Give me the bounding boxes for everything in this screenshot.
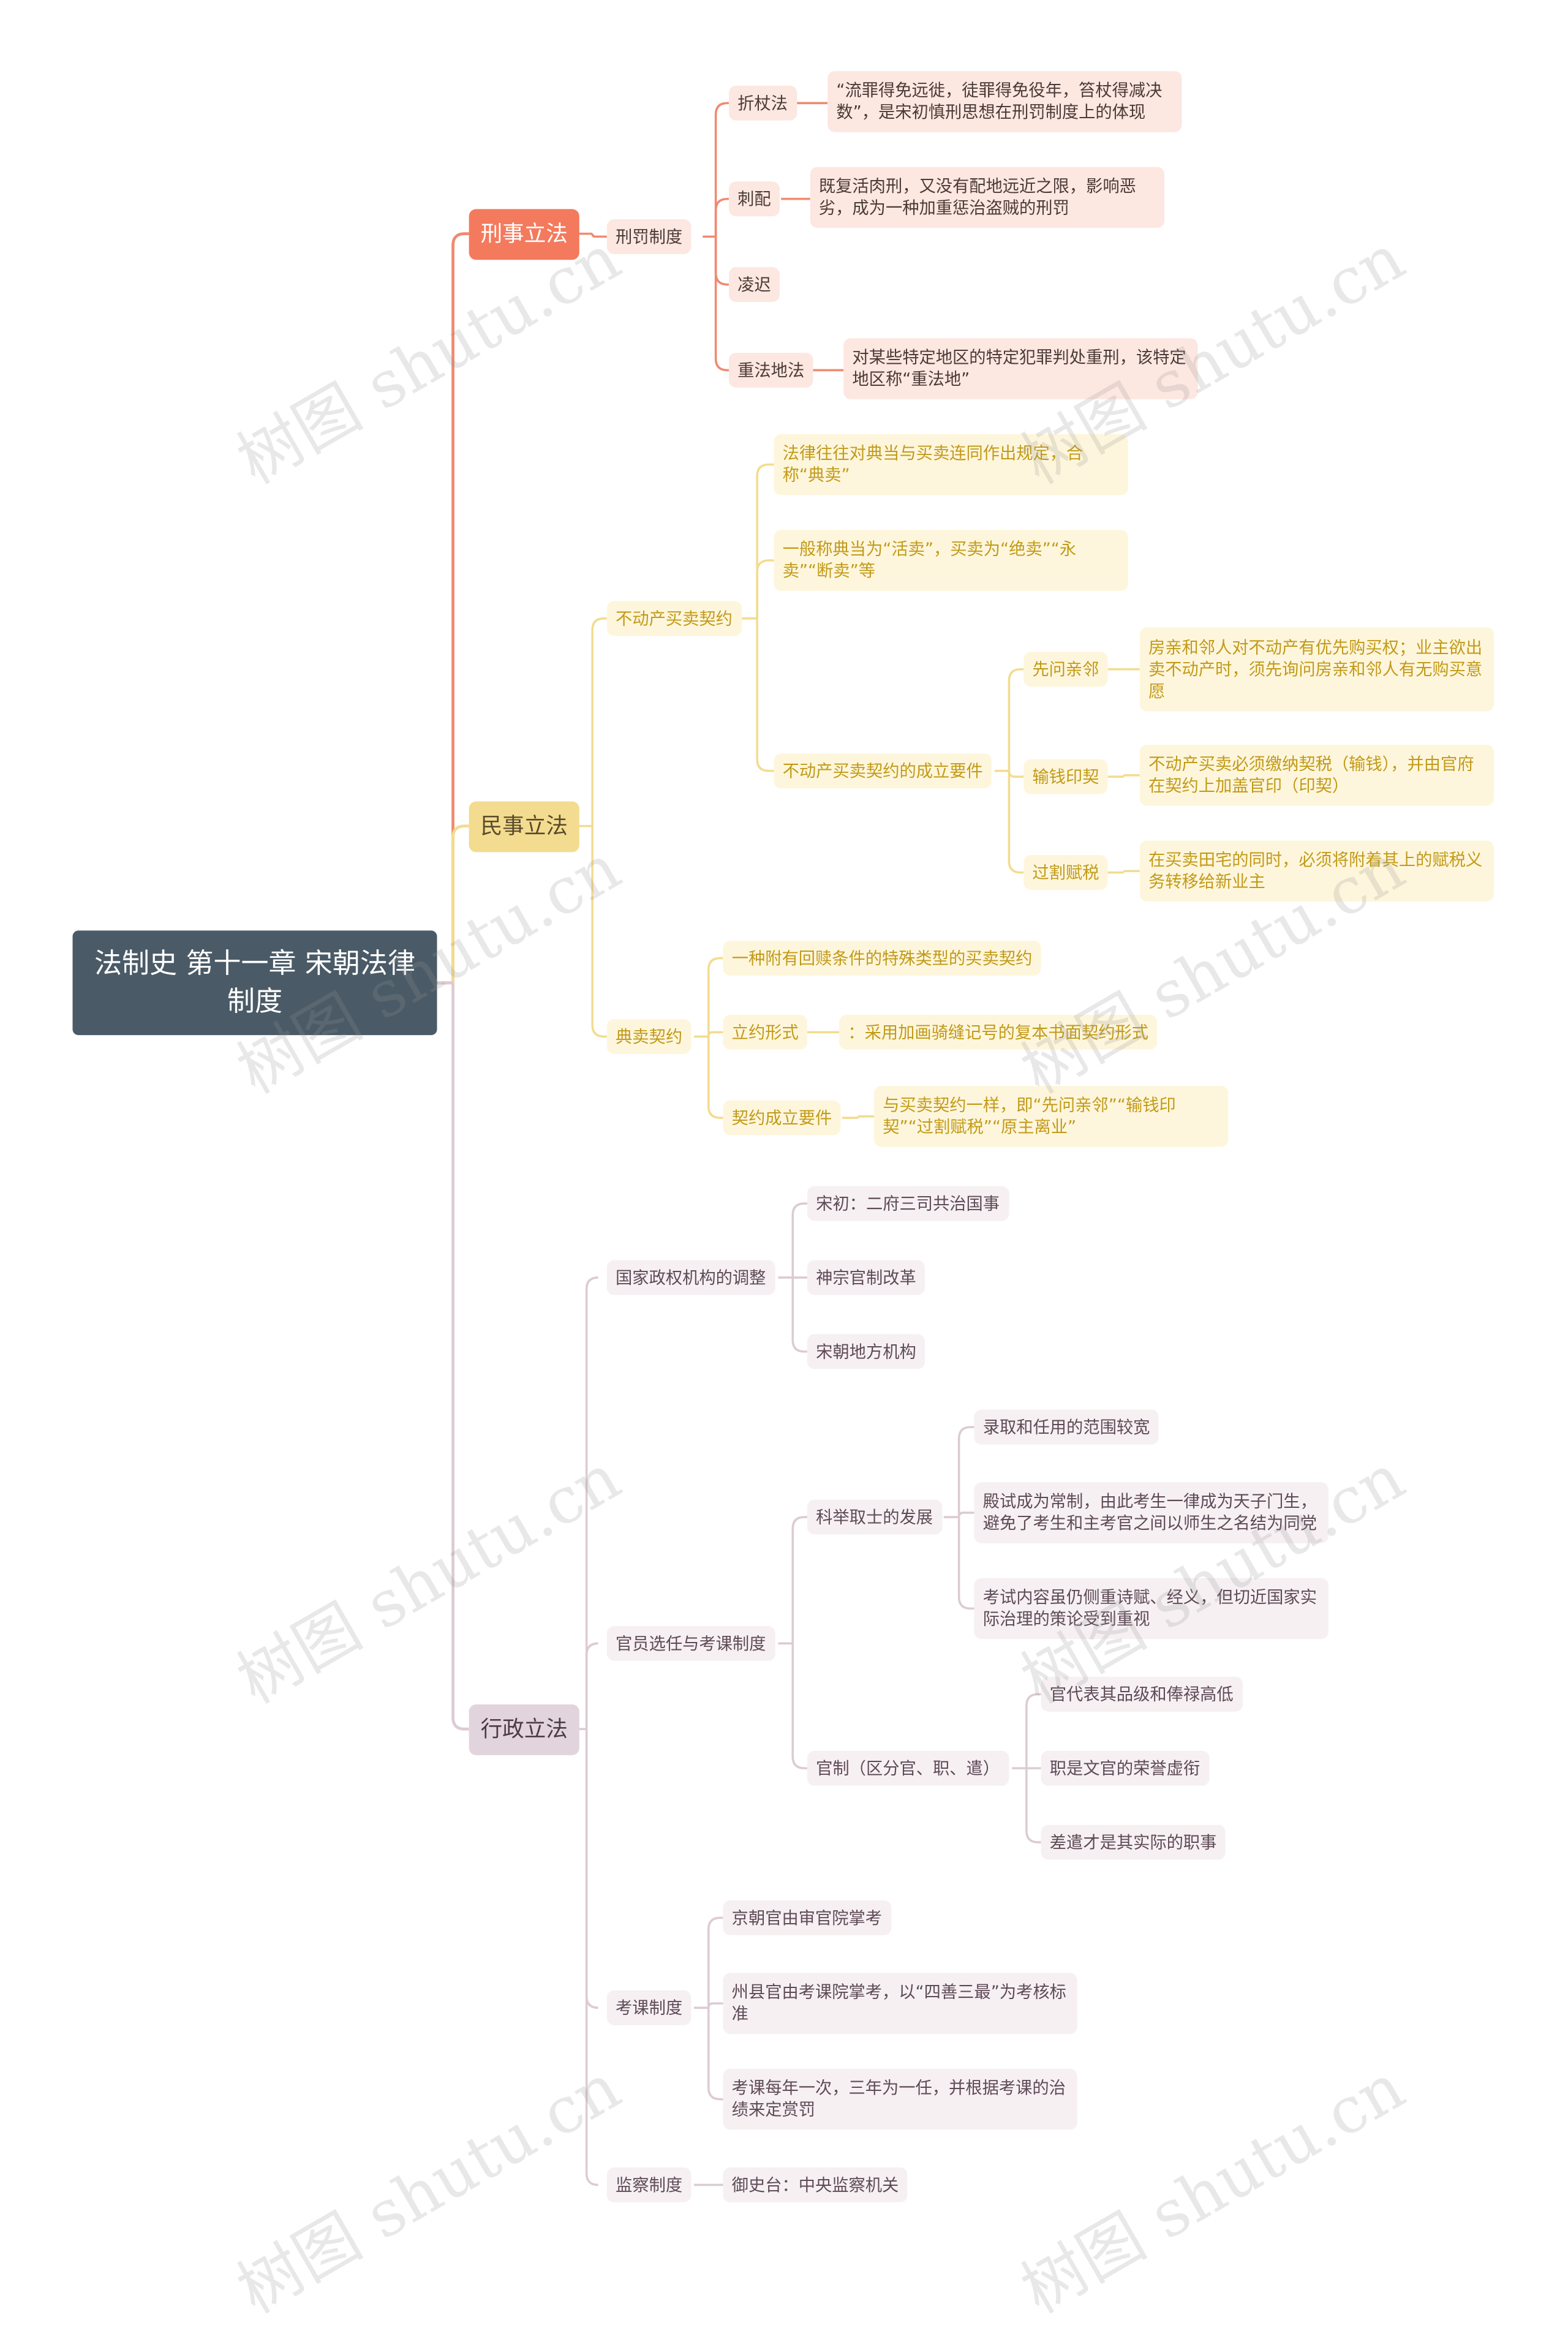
node-lingchi[interactable]: 凌迟 — [728, 267, 780, 303]
node-shenzong-reform: 神宗官制改革 — [807, 1260, 925, 1295]
note-real-estate-2: 一般称典当为“活卖”，买卖为“绝卖”“永卖”“断卖”等 — [774, 530, 1128, 591]
node-zhongfa[interactable]: 重法地法 — [728, 353, 813, 388]
node-erfu-sansi: 宋初：二府三司共治国事 — [807, 1186, 1009, 1221]
desc-shuqian: 不动产买卖必须缴纳契税（输钱），并由官府在契约上加盖官印（印契） — [1139, 745, 1494, 806]
connector-line — [1025, 1693, 1041, 1769]
connector-line — [451, 232, 469, 983]
jiancha-point-1: 御史台：中央监察机关 — [723, 2167, 908, 2202]
guanzhi-point-1: 官代表其品级和俸禄高低 — [1041, 1676, 1242, 1712]
node-zhezhang[interactable]: 折杖法 — [728, 85, 797, 121]
kaoke-point-2: 州县官由考课院掌考，以“四善三最”为考核标准 — [723, 1973, 1077, 2034]
desc-contract-formation: 与买卖契约一样，即“先问亲邻”“输钱印契”“过割赋税”“原主离业” — [873, 1086, 1229, 1147]
connector-line — [1122, 870, 1140, 873]
connector-line — [1008, 668, 1024, 771]
mind-map: 法制史 第十一章 宋朝法律制度 刑事立法 刑罚制度 折杖法 “流罪得免远徙，徒罪… — [72, 71, 1494, 2328]
connector-line — [707, 2008, 723, 2101]
connector-line — [451, 824, 469, 983]
keju-point-3: 考试内容虽仍侧重诗赋、经义，但切近国家实际治理的策论受到重视 — [974, 1578, 1329, 1640]
guanzhi-point-3: 差遣才是其实际的职事 — [1041, 1825, 1226, 1860]
desc-liyue-form: ：采用加画骑缝记号的复本书面契约形式 — [839, 1014, 1158, 1050]
node-guanzhi[interactable]: 官制（区分官、职、遣） — [807, 1750, 1009, 1786]
connector-line — [707, 1031, 723, 1037]
kaoke-point-1: 京朝官由审官院掌考 — [723, 1900, 891, 1935]
connector-line — [591, 233, 607, 238]
connector-line — [957, 1517, 974, 1610]
connector-line — [756, 618, 774, 772]
connector-line — [756, 463, 774, 619]
root-node[interactable]: 法制史 第十一章 宋朝法律制度 — [72, 930, 437, 1036]
connector-line — [451, 982, 469, 1731]
connector-line — [591, 617, 607, 826]
desc-xianwen: 房亲和邻人对不动产有优先购买权；业主欲出卖不动产时，须先询问房亲和邻人有无购买意… — [1139, 627, 1494, 712]
connector-line — [957, 1426, 974, 1518]
connector-line — [1008, 770, 1024, 778]
connector-line — [585, 1729, 598, 2009]
desc-guoge: 在买卖田宅的同时，必须将附着其上的赋税义务转移给新业主 — [1139, 840, 1494, 902]
connector-line — [791, 1277, 807, 1353]
connector-line — [1008, 770, 1024, 874]
connector-line — [1025, 1768, 1041, 1843]
note-dianmai: 一种附有回赎条件的特殊类型的买卖契约 — [723, 941, 1041, 976]
node-cipei[interactable]: 刺配 — [728, 181, 780, 217]
connector-line — [857, 1115, 874, 1118]
category-criminal-law[interactable]: 刑事立法 — [469, 209, 579, 260]
node-xianwen[interactable]: 先问亲邻 — [1023, 652, 1108, 687]
connector-lines — [437, 102, 1140, 2186]
node-contract-formation[interactable]: 契约成立要件 — [723, 1100, 841, 1135]
category-civil-law[interactable]: 民事立法 — [469, 801, 579, 853]
desc-zhongfa: 对某些特定地区的特定犯罪判处重刑，该特定地区称“重法地” — [843, 338, 1198, 399]
connector-line — [1122, 774, 1140, 777]
category-administrative-law[interactable]: 行政立法 — [469, 1704, 579, 1755]
node-penal-system[interactable]: 刑罚制度 — [606, 219, 692, 254]
connector-line — [585, 1729, 598, 2186]
keju-point-2: 殿试成为常制，由此考生一律成为天子门生，避免了考生和主考官之间以师生之名结为同党 — [974, 1482, 1329, 1543]
connector-line — [714, 236, 729, 372]
node-official-selection[interactable]: 官员选任与考课制度 — [606, 1625, 775, 1661]
connector-line — [707, 957, 723, 1037]
connector-line — [756, 559, 774, 619]
node-guoge[interactable]: 过割赋税 — [1023, 855, 1108, 891]
connector-line — [714, 236, 729, 286]
desc-cipei: 既复活肉刑，又没有配地远近之限，影响恶劣，成为一种加重惩治盗贼的刑罚 — [810, 167, 1165, 228]
keju-point-1: 录取和任用的范围较宽 — [974, 1409, 1159, 1445]
connector-line — [791, 1643, 807, 1769]
node-jiancha[interactable]: 监察制度 — [606, 2167, 692, 2202]
connector-line — [707, 1036, 723, 1119]
node-kaoke[interactable]: 考课制度 — [606, 1990, 692, 2025]
node-contract-requirements[interactable]: 不动产买卖契约的成立要件 — [774, 753, 992, 789]
connector-line — [791, 1202, 807, 1278]
node-state-organs[interactable]: 国家政权机构的调整 — [606, 1260, 775, 1295]
node-liyue-form[interactable]: 立约形式 — [723, 1014, 807, 1050]
node-local-organs: 宋朝地方机构 — [807, 1334, 925, 1369]
connector-line — [714, 102, 729, 237]
connector-line — [714, 197, 729, 237]
connector-line — [707, 1916, 723, 2008]
desc-zhezhang: “流罪得免远徙，徒罪得免役年，笞杖得减决数”，是宋初慎刑思想在刑罚制度上的体现 — [827, 71, 1182, 132]
kaoke-point-3: 考课每年一次，三年为一任，并根据考课的治绩来定赏罚 — [723, 2068, 1077, 2130]
connector-line — [707, 2002, 723, 2008]
connector-line — [585, 1642, 598, 1730]
node-real-estate-contract[interactable]: 不动产买卖契约 — [606, 601, 742, 636]
guanzhi-point-2: 职是文官的荣誉虚衔 — [1041, 1750, 1209, 1786]
connector-line — [791, 1516, 807, 1644]
connector-line — [957, 1512, 974, 1518]
node-keju[interactable]: 科举取士的发展 — [807, 1499, 942, 1535]
connector-line — [591, 826, 607, 1038]
node-shuqian[interactable]: 输钱印契 — [1023, 759, 1108, 794]
note-real-estate-1: 法律往往对典当与买卖连同作出规定，合称“典卖” — [774, 434, 1128, 495]
connector-line — [585, 1276, 598, 1730]
node-dianmai-contract[interactable]: 典卖契约 — [606, 1019, 692, 1054]
